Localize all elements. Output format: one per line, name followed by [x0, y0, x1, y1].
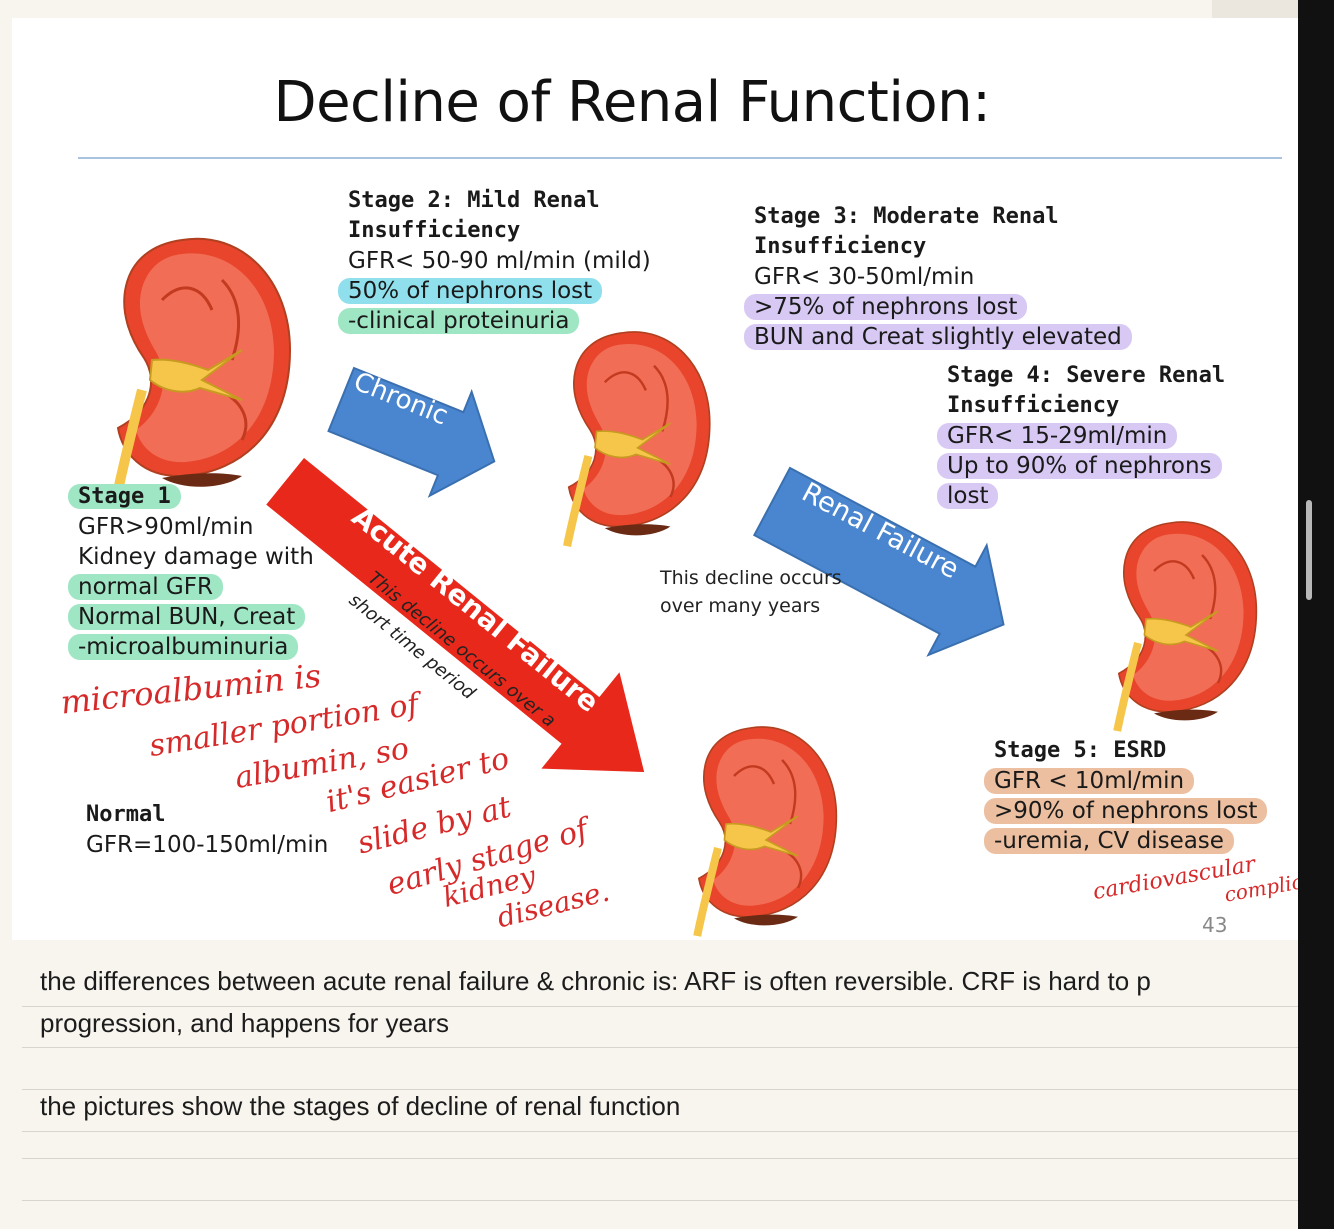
stage2-gfr: GFR< 50-90 ml/min (mild)	[348, 248, 651, 274]
stage5-heading: Stage 5: ESRD	[994, 738, 1167, 763]
title-divider	[78, 157, 1282, 159]
ruled-line	[22, 1200, 1300, 1201]
stage1-bun: Normal BUN, Creat	[68, 604, 306, 630]
stage3-heading-cont: Insufficiency	[754, 234, 927, 259]
kidney-stage4-image	[1117, 522, 1256, 731]
chronic-arrow	[327, 366, 496, 498]
ruled-line	[22, 1158, 1300, 1159]
stage3-gfr: GFR< 30-50ml/min	[754, 264, 975, 290]
ruled-line	[22, 1006, 1300, 1007]
embedded-slide: Decline of Renal Function: Chronic	[12, 18, 1298, 940]
normal-gfr: GFR=100-150ml/min	[86, 832, 329, 858]
stage1-heading: Stage 1	[68, 484, 181, 509]
stage4-text: Stage 4: Severe Renal Insufficiency GFR<…	[937, 361, 1226, 511]
top-toolbar-strip	[1212, 0, 1302, 19]
stage2-proteinuria: -clinical proteinuria	[338, 308, 580, 334]
stage1-gfr: GFR>90ml/min	[78, 514, 254, 540]
stage3-bun: BUN and Creat slightly elevated	[744, 324, 1132, 350]
stage3-nephrons: >75% of nephrons lost	[744, 294, 1028, 320]
stage2-text: Stage 2: Mild Renal Insufficiency GFR< 5…	[338, 186, 651, 336]
normal-text: Normal GFR=100-150ml/min	[86, 800, 328, 860]
stage4-heading: Stage 4: Severe Renal	[947, 363, 1226, 388]
ruled-line	[22, 1131, 1300, 1132]
scrollbar-track[interactable]	[1298, 0, 1334, 1229]
normal-heading: Normal	[86, 802, 166, 827]
stage4-nephrons: Up to 90% of nephrons	[937, 453, 1222, 479]
stage5-gfr: GFR < 10ml/min	[984, 768, 1195, 794]
kidney-stage5-image	[697, 727, 836, 936]
ruled-line	[22, 1089, 1300, 1090]
stage1-normal-gfr: normal GFR	[68, 574, 223, 600]
stage3-heading: Stage 3: Moderate Renal	[754, 204, 1059, 229]
ruled-line	[22, 1047, 1300, 1048]
chronic-note-line2: over many years	[660, 595, 821, 617]
stage1-damage: Kidney damage with	[78, 544, 314, 570]
acute-renal-failure-arrow	[266, 458, 645, 773]
kidney-stage2-image	[567, 332, 710, 546]
stage4-lost: lost	[937, 483, 999, 509]
stage1-text: Stage 1 GFR>90ml/min Kidney damage with …	[68, 482, 314, 662]
stage4-gfr: GFR< 15-29ml/min	[937, 423, 1178, 449]
stage2-heading: Stage 2: Mild Renal	[348, 188, 600, 213]
stage5-nephrons: >90% of nephrons lost	[984, 798, 1268, 824]
slide-title: Decline of Renal Function:	[273, 70, 991, 135]
kidney-stage1-image	[116, 239, 290, 500]
slide-page-number: 43	[1202, 913, 1228, 937]
stage5-text: Stage 5: ESRD GFR < 10ml/min >90% of nep…	[984, 736, 1268, 856]
note-line-3[interactable]: the pictures show the stages of decline …	[40, 1091, 681, 1121]
diagram-artwork: Chronic Renal Failure Acute Renal Failur…	[12, 18, 1298, 940]
stage1-microalbuminuria: -microalbuminuria	[68, 634, 299, 660]
stage4-heading-cont: Insufficiency	[947, 393, 1120, 418]
chronic-note-line1: This decline occurs	[660, 567, 842, 589]
chronic-note: This decline occurs over many years	[660, 564, 842, 620]
stage5-uremia: -uremia, CV disease	[984, 828, 1234, 854]
scrollbar-thumb[interactable]	[1306, 500, 1312, 600]
note-line-2[interactable]: progression, and happens for years	[40, 1008, 450, 1038]
stage3-text: Stage 3: Moderate Renal Insufficiency GF…	[744, 202, 1132, 352]
stage2-nephrons: 50% of nephrons lost	[338, 278, 603, 304]
renal-failure-arrow	[752, 466, 1005, 657]
stage2-heading-cont: Insufficiency	[348, 218, 521, 243]
note-line-1[interactable]: the differences between acute renal fail…	[40, 966, 1151, 996]
